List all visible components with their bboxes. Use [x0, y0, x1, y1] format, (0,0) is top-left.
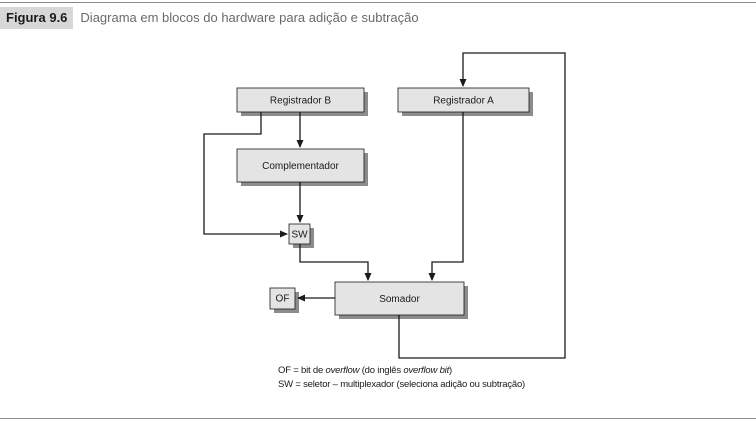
of-label: OF [276, 294, 290, 305]
somador-label: Somador [379, 294, 420, 305]
legend-sw-line: SW = seletor – multiplexador (seleciona … [278, 379, 526, 390]
bottom-rule [0, 418, 756, 419]
legend-of-italic-overflow: overflow [325, 365, 360, 376]
legend-of-middle: (do inglês [359, 365, 404, 376]
registrador-a-label: Registrador A [433, 96, 494, 107]
registrador-b-block: Registrador B [236, 87, 368, 116]
arrow-regb-bypass-to-sw [203, 112, 288, 238]
somador-block: Somador [334, 281, 468, 319]
registrador-a-block: Registrador A [397, 87, 533, 116]
legend: OF = bit de overflow (do inglês overflow… [278, 364, 525, 392]
legend-of-italic-overflow-bit: overflow bit [403, 365, 450, 376]
figure-title: Diagrama em blocos do hardware para adiç… [80, 10, 419, 25]
complementador-label: Complementador [262, 161, 339, 172]
sw-label: SW [291, 230, 308, 241]
connections [203, 52, 566, 359]
registrador-b-label: Registrador B [270, 96, 331, 107]
of-block: OF [269, 287, 299, 313]
legend-of-line: OF = bit de overflow (do inglês overflow… [278, 364, 525, 378]
top-rule [0, 2, 756, 3]
legend-of-suffix: ) [449, 365, 452, 376]
arrow-rega-to-somador [428, 112, 464, 281]
legend-of-prefix: OF = bit de [278, 365, 326, 376]
figure-label: Figura 9.6 [0, 7, 74, 29]
arrow-somador-feedback-to-rega [398, 52, 566, 359]
figure-caption: Figura 9.6 Diagrama em blocos do hardwar… [0, 7, 419, 29]
sw-block: SW [288, 223, 314, 248]
complementador-block: Complementador [236, 148, 368, 186]
arrow-sw-to-somador [299, 244, 372, 281]
